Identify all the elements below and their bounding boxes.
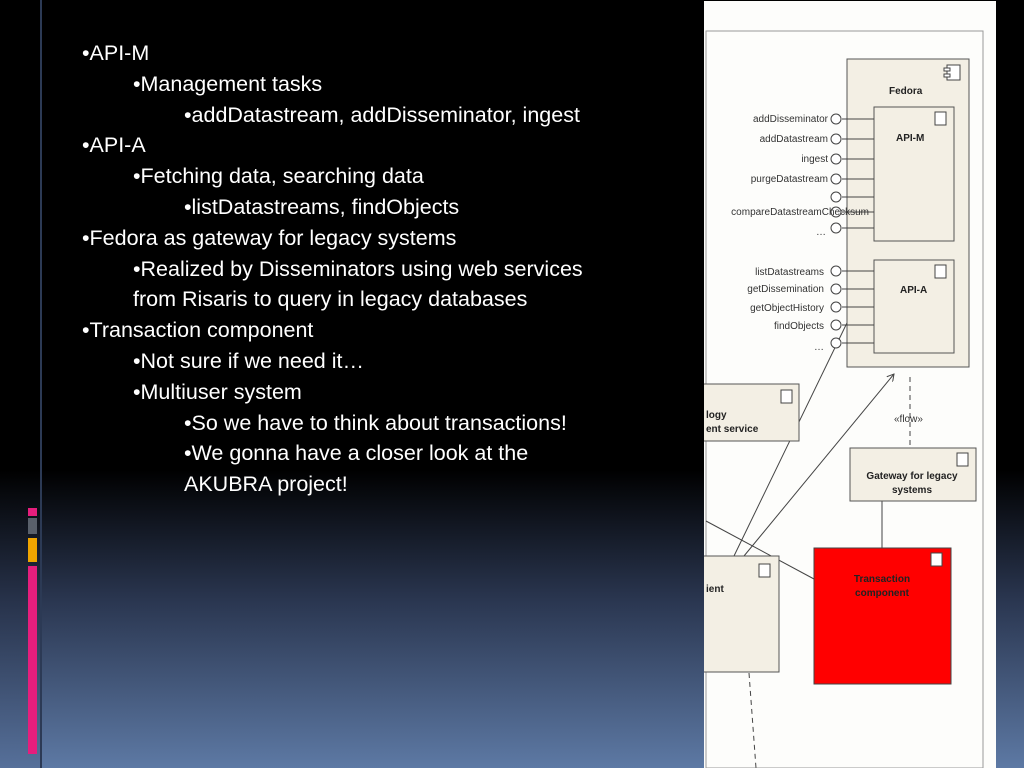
interface-label: addDisseminator [753, 114, 829, 125]
bullet-item: •So we have to think about transactions! [184, 410, 567, 435]
api-m-label: API-M [896, 133, 924, 144]
accent-block-gray [28, 518, 37, 534]
bullet-item: •Not sure if we need it… [133, 348, 364, 373]
component-icon [758, 563, 771, 578]
transaction-label-1: Transaction [854, 574, 910, 585]
interface-label: listDatastreams [755, 267, 824, 278]
uml-component-diagram: Fedora API-M API-A addDisseminator addDa… [704, 1, 996, 768]
bullet-item: •Multiuser system [133, 379, 302, 404]
client-dependency-line [748, 672, 757, 768]
interface-label: purgeDatastream [751, 174, 828, 185]
bullet-item: •Transaction component [82, 318, 314, 343]
interface-label: compareDatastreamChecksum [731, 207, 869, 218]
bullet-item: •listDatastreams, findObjects [184, 194, 460, 219]
component-icon [956, 452, 969, 467]
fedora-label: Fedora [889, 86, 923, 97]
ontology-label-2: ent service [706, 424, 759, 435]
api-m-interfaces [830, 113, 874, 234]
gateway-label-2: systems [892, 485, 932, 496]
ontology-label-1: logy [706, 410, 727, 421]
bullet-item: •addDatastream, addDisseminator, ingest [184, 102, 580, 127]
bullet-list: •API-M •Management tasks •addDatastream,… [82, 38, 642, 500]
bullet-item: •API-A [82, 133, 146, 158]
accent-block-orange [28, 538, 37, 562]
flow-label: «flow» [894, 414, 923, 425]
interface-label: getDissemination [747, 284, 824, 295]
interface-label: … [814, 342, 824, 353]
component-icon [946, 64, 961, 81]
client-label: ient [706, 584, 724, 595]
transaction-component [813, 547, 952, 685]
transaction-label-2: component [855, 588, 910, 599]
component-icon [934, 111, 947, 126]
bullet-item: •We gonna have a closer look at the [184, 441, 529, 466]
accent-block-pink-small [28, 508, 37, 516]
bullet-item: •API-M [82, 41, 150, 65]
interface-label: … [816, 227, 826, 238]
bullet-item: •Fedora as gateway for legacy systems [82, 225, 457, 250]
interface-label: ingest [801, 154, 828, 165]
component-icon [780, 389, 793, 404]
bullet-item: •Realized by Disseminators using web ser… [133, 256, 583, 281]
gateway-legacy-component [849, 447, 977, 502]
interface-label: addDatastream [760, 134, 828, 145]
api-a-label: API-A [900, 285, 927, 296]
api-a-interfaces [830, 265, 874, 349]
client-to-fedora-line [743, 374, 894, 557]
api-m-component [873, 106, 955, 242]
left-to-transaction-line [705, 520, 815, 580]
component-icon [934, 264, 947, 279]
component-icon [930, 552, 943, 567]
bullet-item: from Risaris to query in legacy database… [133, 287, 528, 312]
slide-divider [40, 0, 42, 768]
bullet-item: •Fetching data, searching data [133, 164, 424, 189]
bullet-item: AKUBRA project! [184, 472, 348, 497]
gateway-label-1: Gateway for legacy [866, 471, 958, 482]
interface-label: findObjects [774, 321, 824, 332]
interface-label: getObjectHistory [750, 303, 824, 314]
accent-block-pink-tall [28, 566, 37, 754]
bullet-item: •Management tasks [133, 71, 323, 96]
